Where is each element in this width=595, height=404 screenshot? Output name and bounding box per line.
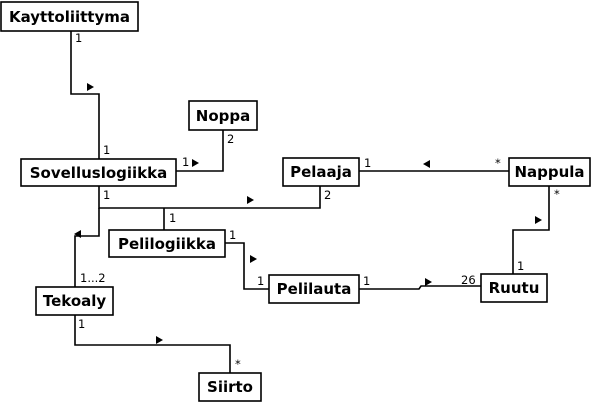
class-name-nappula: Nappula	[514, 163, 584, 181]
direction-arrow-right	[425, 278, 432, 286]
class-box-pelaaja	[282, 157, 360, 187]
multiplicity-label: 1	[517, 259, 524, 273]
class-name-sovelluslogiikka: Sovelluslogiikka	[30, 164, 168, 182]
multiplicity-label: 1	[103, 143, 110, 157]
multiplicity-label: 1	[78, 317, 85, 331]
direction-arrow-left	[74, 230, 81, 238]
direction-arrow-right	[156, 336, 163, 344]
assoc-sovelluslogiikka-noppa	[176, 130, 224, 172]
multiplicity-label: *	[554, 187, 560, 201]
class-name-pelilogiikka: Pelilogiikka	[118, 235, 216, 253]
direction-arrow-right	[247, 196, 254, 204]
class-name-pelaaja: Pelaaja	[290, 163, 352, 181]
class-box-tekoaly	[35, 286, 114, 316]
multiplicity-label: 1	[169, 211, 176, 225]
class-box-kayttoliittyma	[0, 1, 139, 32]
multiplicity-label: 1	[103, 188, 110, 202]
class-box-noppa	[188, 100, 258, 131]
class-box-sovelluslogiikka	[20, 158, 177, 187]
class-name-noppa: Noppa	[196, 107, 250, 125]
multiplicity-label: *	[235, 357, 241, 371]
multiplicity-label: *	[495, 156, 501, 170]
assoc-nappula-ruutu	[512, 186, 550, 274]
class-name-pelilauta: Pelilauta	[277, 280, 352, 298]
direction-arrow-right	[250, 255, 257, 263]
direction-arrow-right	[192, 159, 199, 167]
multiplicity-label: 2	[324, 188, 331, 202]
class-name-ruutu: Ruutu	[489, 279, 540, 297]
multiplicity-label: 1	[364, 156, 371, 170]
multiplicity-label: 26	[461, 273, 476, 287]
multiplicity-label: 1	[257, 274, 264, 288]
multiplicity-label: 1	[363, 274, 370, 288]
class-box-nappula	[508, 157, 591, 187]
direction-arrow-right	[87, 83, 94, 91]
assoc-kayttoliittyma-sovelluslogiikka	[70, 31, 100, 159]
multiplicity-label: 2	[227, 132, 234, 146]
assoc-pelilauta-ruutu	[359, 285, 481, 290]
class-box-siirto	[198, 372, 262, 402]
class-box-pelilauta	[268, 274, 360, 304]
direction-arrow-right	[535, 216, 542, 224]
assoc-pelilogiikka-pelilauta	[225, 242, 269, 290]
multiplicity-label: 1	[75, 31, 82, 45]
assoc-tekoaly-siirto	[74, 315, 231, 373]
class-box-pelilogiikka	[108, 229, 226, 258]
assoc-sovelluslogiikka-tekoaly	[74, 208, 100, 287]
class-name-tekoaly: Tekoaly	[43, 292, 107, 310]
class-box-ruutu	[480, 273, 548, 303]
direction-arrow-left	[423, 160, 430, 168]
multiplicity-label: 1	[229, 228, 236, 242]
class-name-kayttoliittyma: Kayttoliittyma	[9, 8, 130, 26]
class-name-siirto: Siirto	[207, 378, 253, 396]
multiplicity-label: 1	[182, 155, 189, 169]
assoc-sovelluslogiikka-pelaaja	[98, 186, 321, 209]
multiplicity-label: 1...2	[80, 271, 106, 285]
